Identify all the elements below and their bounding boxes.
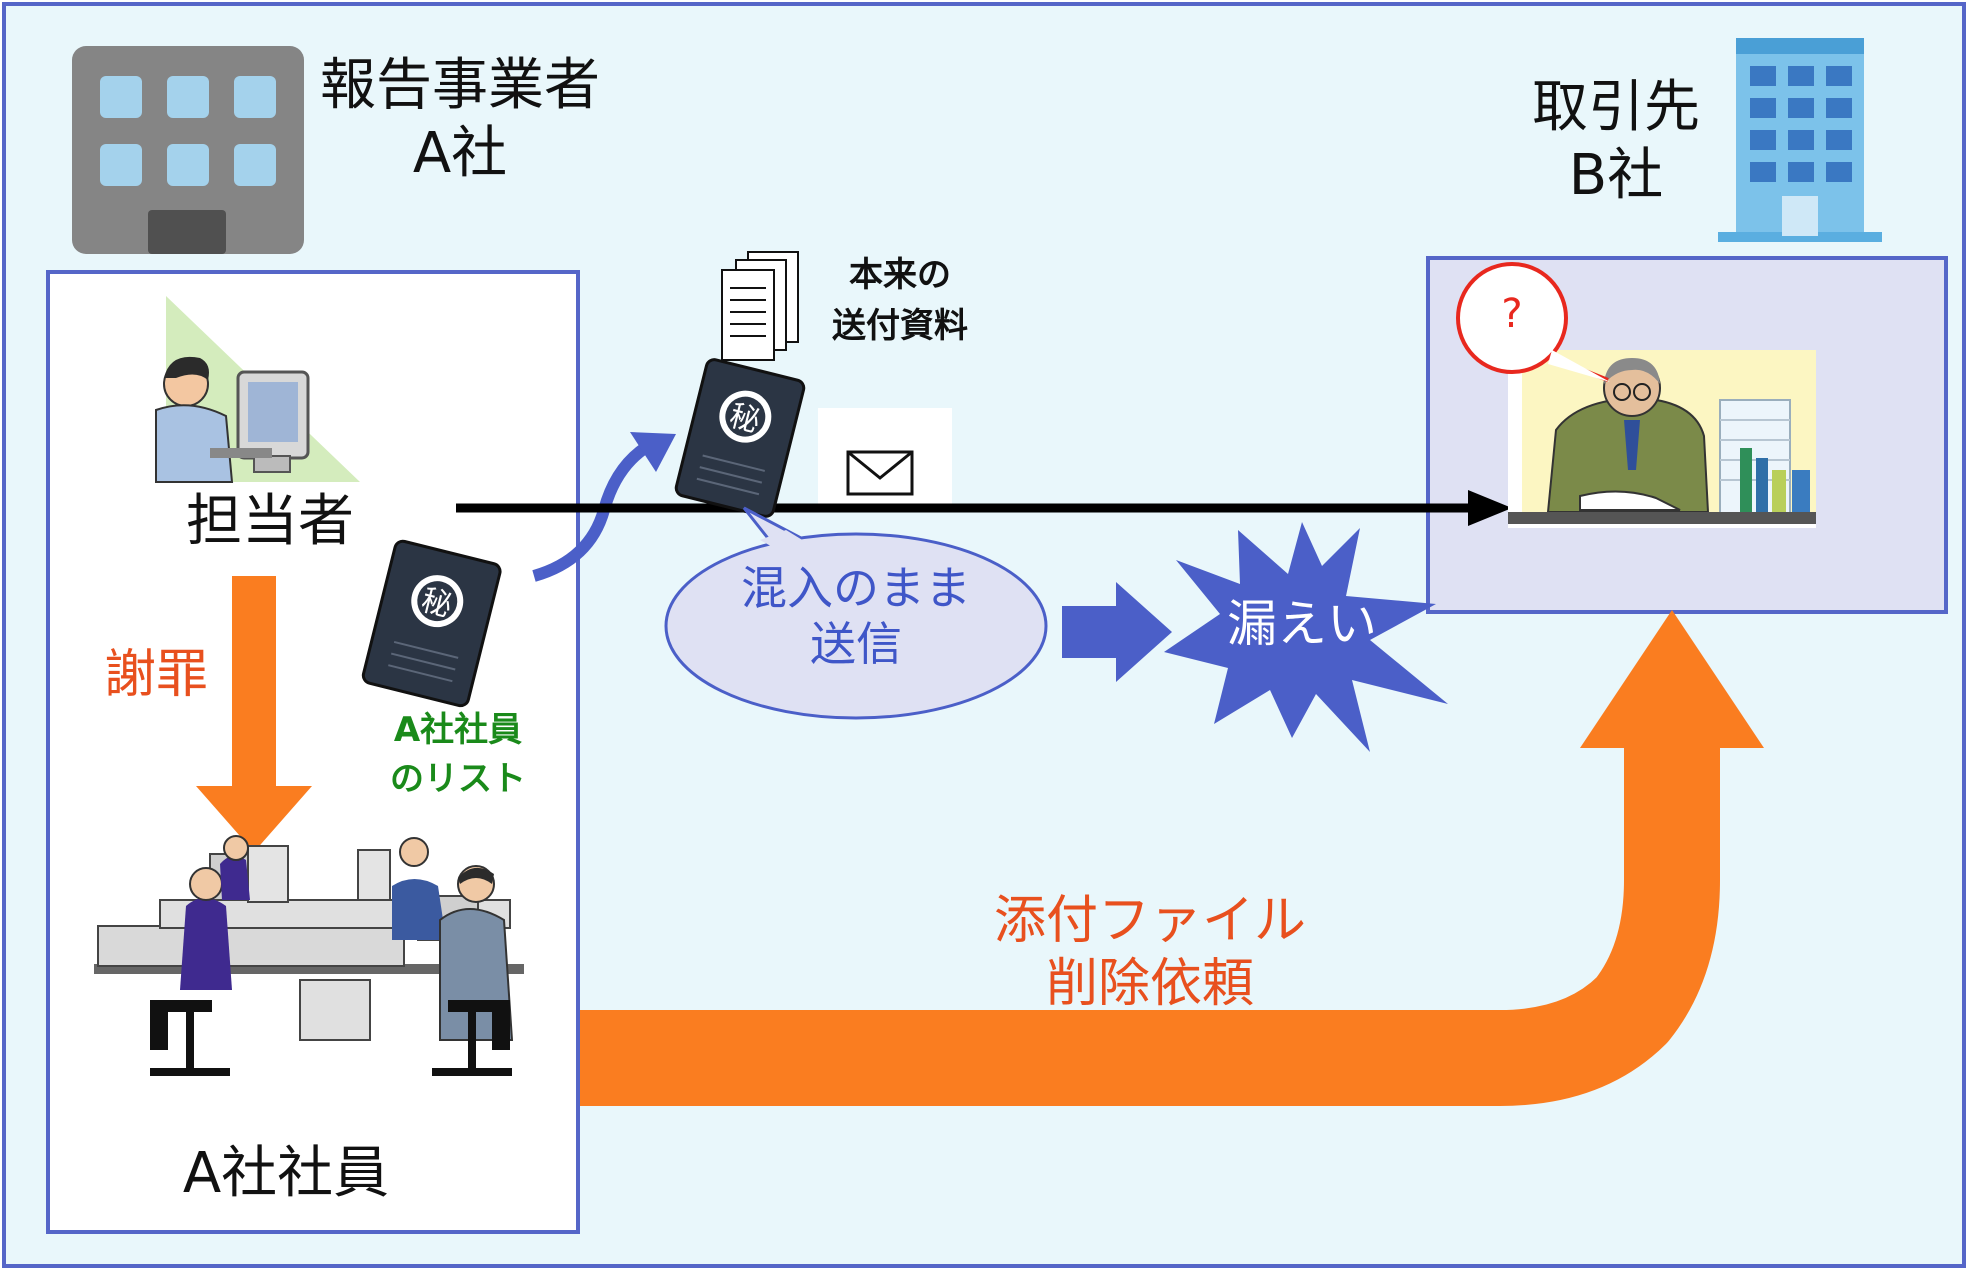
company-b-title: 取引先 B社	[1506, 74, 1726, 211]
delete-request-arrow	[580, 746, 1720, 1106]
secret-notebook-icon: 秘	[674, 358, 806, 518]
original-docs-line1: 本来の	[849, 255, 951, 295]
company-a-line1: 報告事業者	[320, 53, 600, 118]
employees-label: A社社員	[182, 1141, 390, 1206]
company-a-title: 報告事業者 A社	[300, 52, 620, 189]
mail-envelope-icon	[818, 408, 952, 504]
mix-in-arrowhead	[630, 432, 676, 472]
secret-notebook-icon: 秘	[361, 539, 502, 708]
mixed-send-line1: 混入のまま	[741, 561, 971, 615]
documents-icon	[721, 251, 799, 361]
staff-at-computer-icon	[155, 296, 360, 483]
company-b-line2: B社	[1568, 143, 1664, 209]
original-docs-label: 本来の 送付資料	[800, 250, 1000, 352]
delete-request-arrowhead	[1580, 610, 1764, 748]
office-workers-icon	[94, 835, 524, 1076]
apology-label: 謝罪	[103, 645, 208, 705]
delete-request-line2: 削除依頼	[1045, 954, 1254, 1015]
confused-man-icon	[1508, 350, 1816, 528]
apology-arrow	[196, 576, 312, 852]
leak-label: 漏えい	[1227, 595, 1377, 653]
employee-list-line2: のリスト	[390, 759, 526, 800]
original-docs-line2: 送付資料	[832, 306, 968, 346]
question-bubble	[1456, 262, 1610, 382]
send-arrowhead	[1468, 490, 1512, 526]
building-gray-icon	[72, 46, 304, 254]
delete-request-line1: 添付ファイル	[993, 891, 1306, 951]
company-b-line1: 取引先	[1532, 75, 1700, 140]
staff-label: 担当者	[186, 489, 354, 554]
mixed-send-bubble	[664, 506, 1048, 720]
company-a-line2: A社	[412, 121, 508, 187]
confused-mark: ?	[1501, 291, 1523, 337]
building-blue-icon	[1718, 38, 1882, 242]
employee-list-label: A社社員 のリスト	[358, 706, 558, 805]
mixed-send-line2: 送信	[810, 617, 902, 672]
delete-request-label: 添付ファイル 削除依頼	[960, 890, 1340, 1017]
employee-list-line1: A社社員	[393, 710, 523, 750]
mixed-send-label: 混入のまま 送信	[696, 560, 1016, 672]
leak-burst	[1164, 522, 1448, 752]
leak-arrow	[1062, 582, 1172, 682]
